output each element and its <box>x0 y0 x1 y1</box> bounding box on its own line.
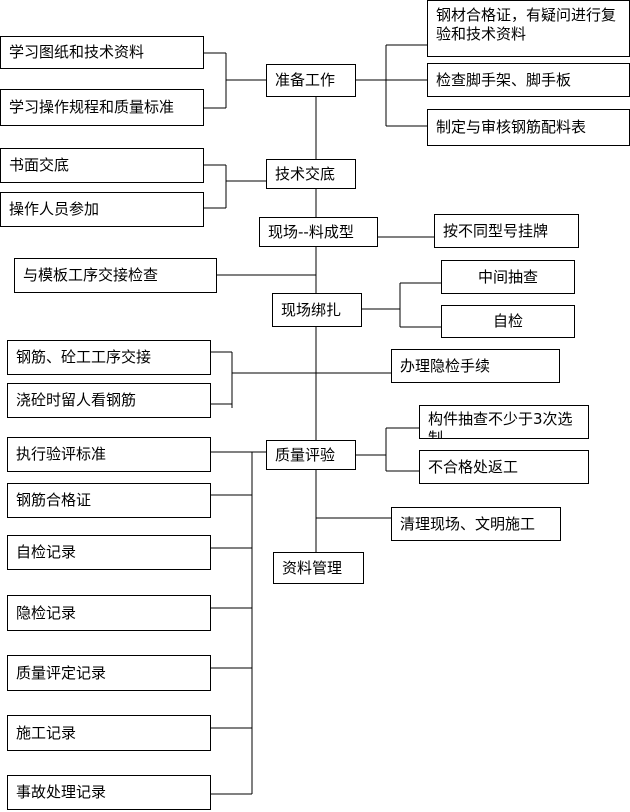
bind-right-item: 自检 <box>441 305 575 338</box>
prep-left-item: 学习操作规程和质量标准 <box>0 89 204 126</box>
prep-right-item-label: 检查脚手架、脚手板 <box>436 70 572 89</box>
bind-right-item-label: 中间抽查 <box>477 267 538 286</box>
doc-list-item-label: 自检记录 <box>16 543 77 561</box>
quality-right-item-label: 构件抽查不少于3次选制 <box>428 410 573 439</box>
hidden-left-item: 浇砼时留人看钢筋 <box>7 383 211 418</box>
prep-right-item-label: 钢材合格证，有疑问进行复验和技术资料 <box>436 6 617 43</box>
hidden-left-item-label: 浇砼时留人看钢筋 <box>16 391 137 409</box>
prep-right-item: 钢材合格证，有疑问进行复验和技术资料 <box>427 0 630 57</box>
doc-list-item-label: 施工记录 <box>16 723 77 742</box>
tech-left-item: 操作人员参加 <box>0 192 204 227</box>
tech-left-item-label: 书面交底 <box>9 156 70 174</box>
quality-right-item: 构件抽查不少于3次选制 <box>419 405 589 439</box>
prep-right-item: 制定与审核钢筋配料表 <box>427 109 630 146</box>
node-quality: 质量评验 <box>266 440 356 470</box>
node-docs-label: 资料管理 <box>282 558 343 577</box>
doc-list-item: 执行验评标准 <box>7 437 211 472</box>
node-docs: 资料管理 <box>273 552 364 584</box>
doc-list-item: 自检记录 <box>7 535 211 570</box>
node-bind-label: 现场绑扎 <box>281 300 342 319</box>
doc-list-item-label: 事故处理记录 <box>16 783 107 801</box>
form-right-item-label: 按不同型号挂牌 <box>443 221 549 240</box>
quality-right-item: 不合格处返工 <box>419 450 589 484</box>
doc-list-item-label: 钢筋合格证 <box>16 491 92 509</box>
prep-left-item-label: 学习操作规程和质量标准 <box>9 98 175 116</box>
cleanup-item: 清理现场、文明施工 <box>391 507 561 541</box>
hidden-right-item: 办理隐检手续 <box>391 349 560 383</box>
bind-right-item-label: 自检 <box>492 312 523 330</box>
hidden-left-item-label: 钢筋、砼工工序交接 <box>16 348 152 366</box>
node-quality-label: 质量评验 <box>275 445 336 464</box>
doc-list-item: 事故处理记录 <box>7 775 211 810</box>
tech-left-item-label: 操作人员参加 <box>9 200 100 218</box>
doc-list-item: 隐检记录 <box>7 595 211 631</box>
doc-list-item-label: 执行验评标准 <box>16 445 107 463</box>
bind-left-item: 与模板工序交接检查 <box>14 258 217 293</box>
prep-right-item: 检查脚手架、脚手板 <box>427 63 630 97</box>
doc-list-item: 施工记录 <box>7 715 211 751</box>
hidden-right-item-label: 办理隐检手续 <box>400 356 491 375</box>
node-tech-label: 技术交底 <box>275 164 336 183</box>
cleanup-item-label: 清理现场、文明施工 <box>400 514 536 533</box>
prep-left-item: 学习图纸和技术资料 <box>0 36 204 69</box>
doc-list-item-label: 质量评定记录 <box>16 663 107 682</box>
node-site-form-label: 现场--料成型 <box>268 222 354 241</box>
node-prep-label: 准备工作 <box>275 71 336 89</box>
node-bind: 现场绑扎 <box>272 293 362 327</box>
node-site-form: 现场--料成型 <box>259 217 378 247</box>
hidden-left-item: 钢筋、砼工工序交接 <box>7 340 211 375</box>
bind-right-item: 中间抽查 <box>441 260 575 294</box>
quality-right-item-label: 不合格处返工 <box>428 457 519 476</box>
form-right-item: 按不同型号挂牌 <box>434 214 579 248</box>
bind-left-item-label: 与模板工序交接检查 <box>23 266 159 284</box>
tech-left-item: 书面交底 <box>0 148 204 183</box>
doc-list-item: 钢筋合格证 <box>7 483 211 518</box>
doc-list-item: 质量评定记录 <box>7 655 211 691</box>
prep-left-item-label: 学习图纸和技术资料 <box>9 43 145 61</box>
prep-right-item-label: 制定与审核钢筋配料表 <box>436 118 587 136</box>
doc-list-item-label: 隐检记录 <box>16 603 77 622</box>
node-tech: 技术交底 <box>266 159 356 189</box>
node-prep: 准备工作 <box>266 64 356 97</box>
